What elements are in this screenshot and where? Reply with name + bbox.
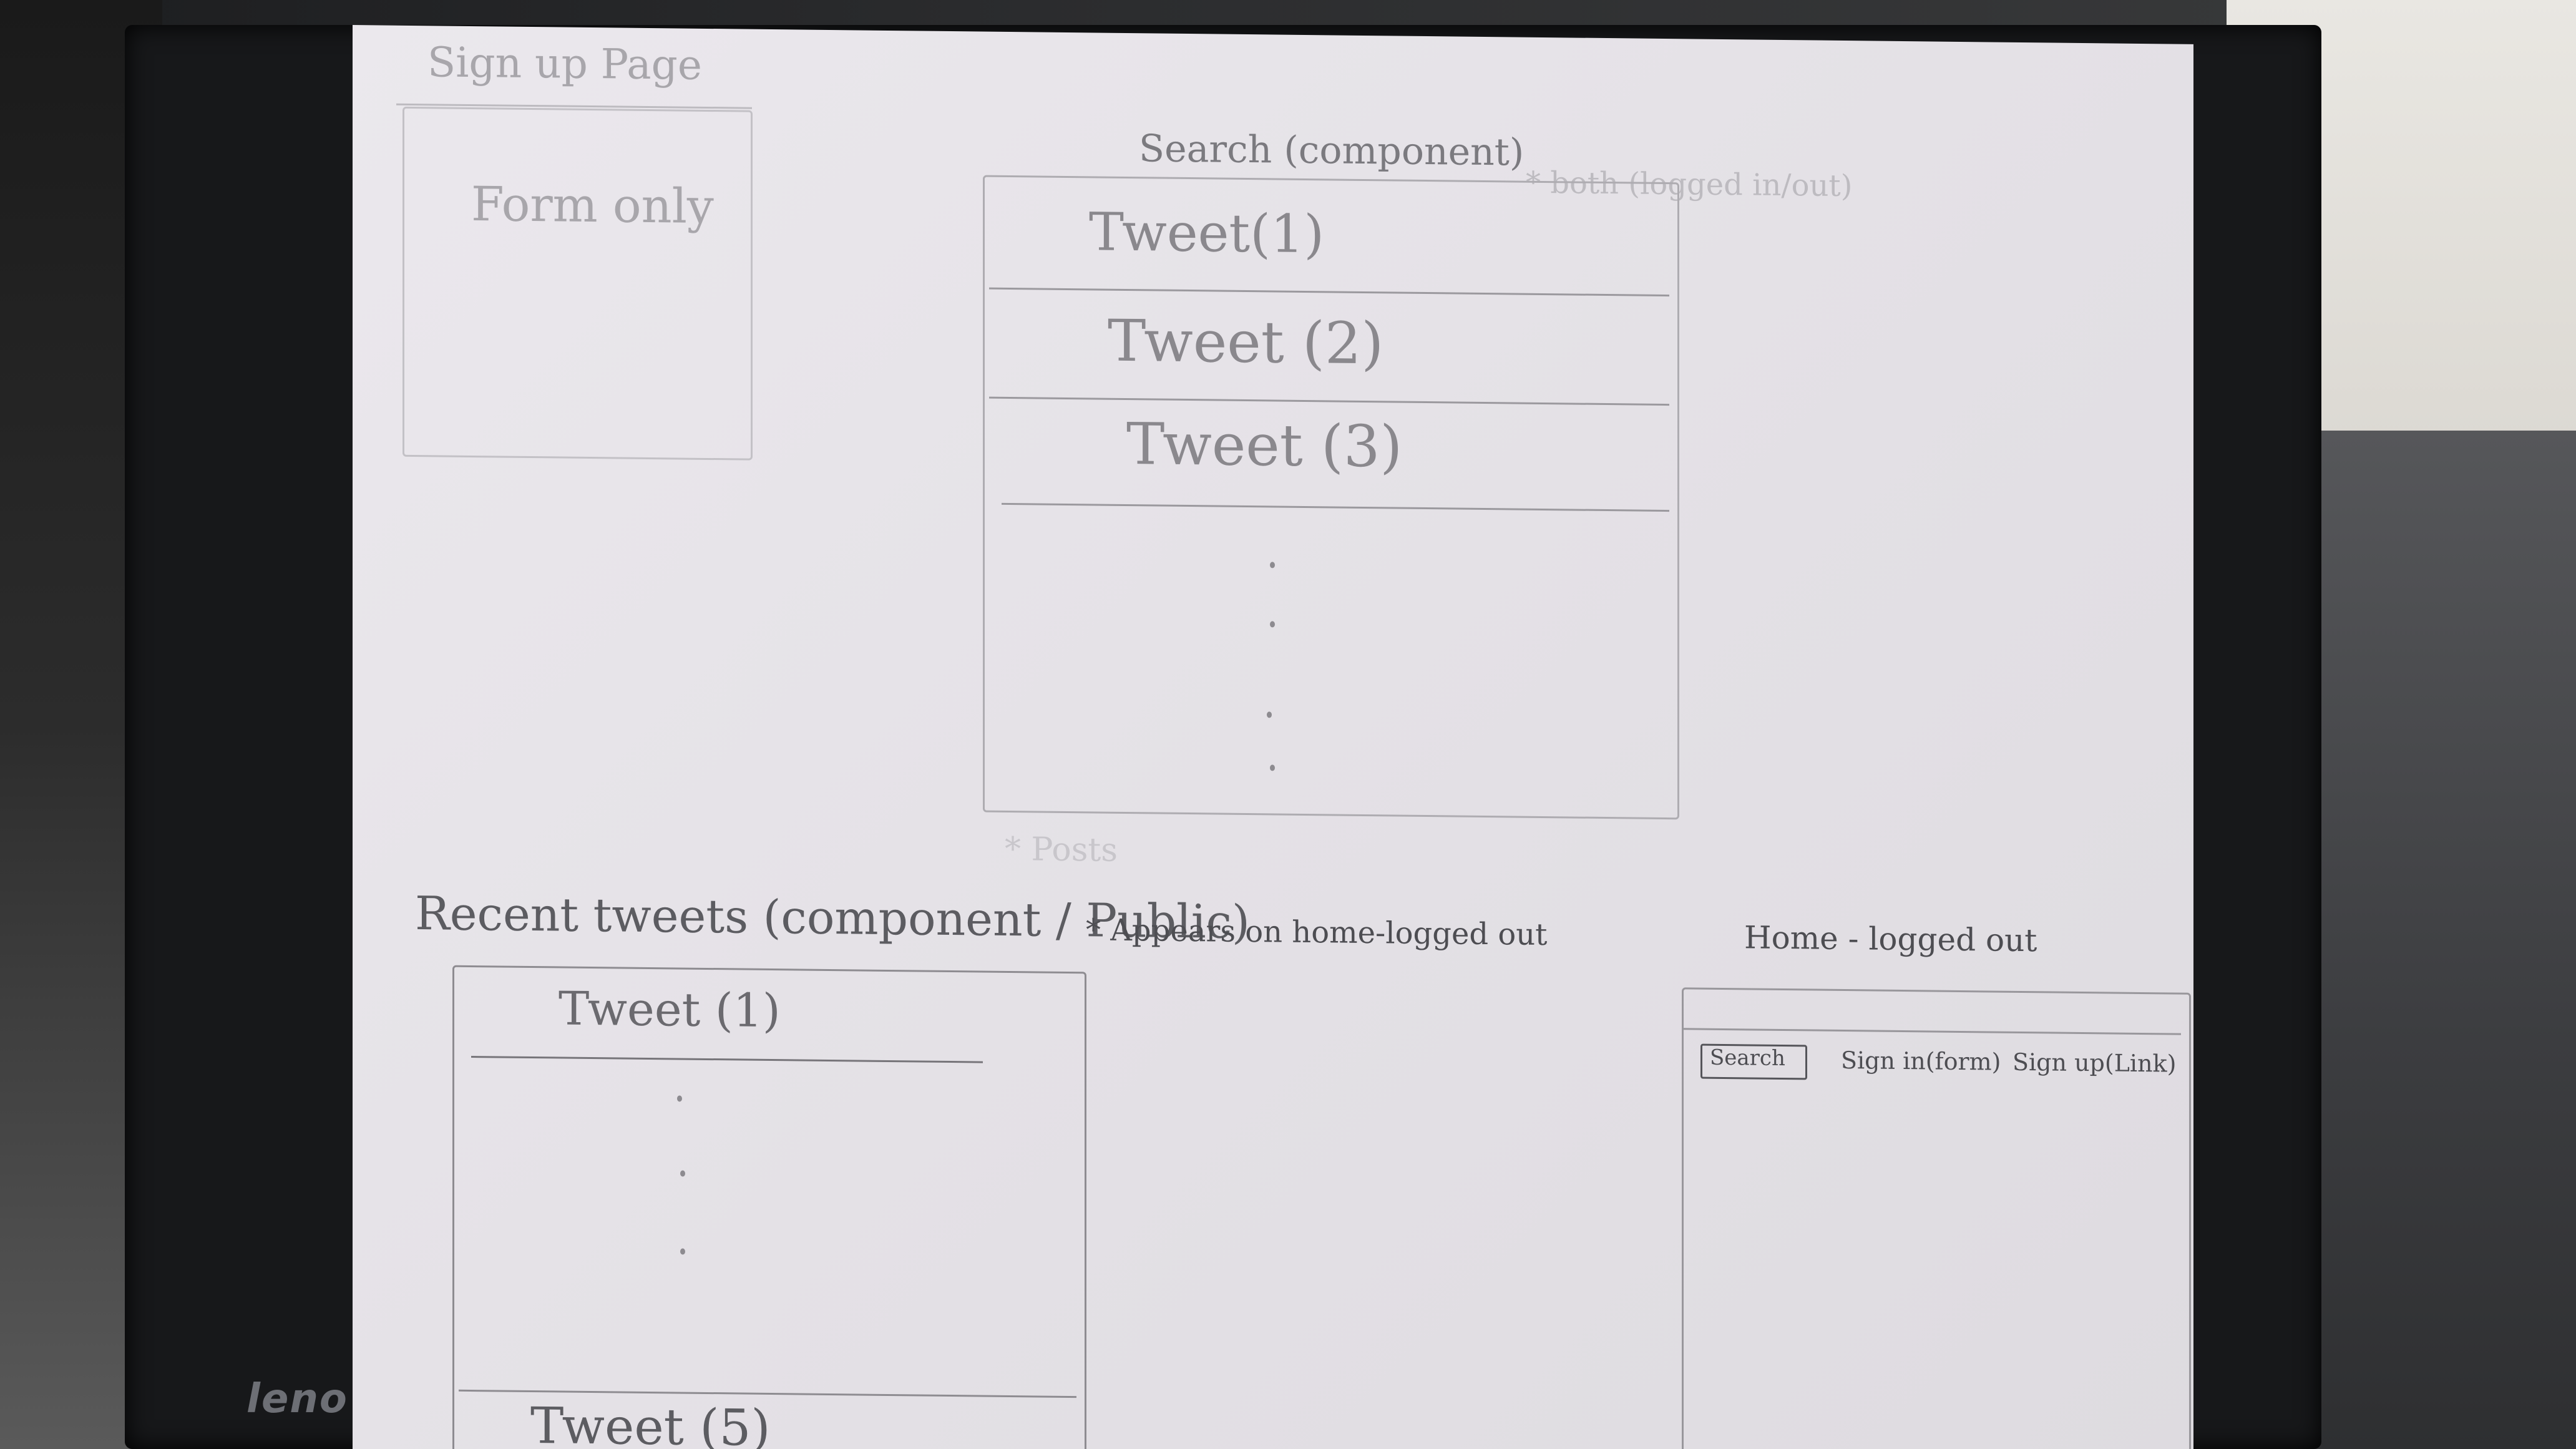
recent-ellipsis-dot-3 [680, 1248, 685, 1255]
recent-ellipsis-dot-2 [680, 1170, 685, 1177]
home-signup-link: Sign up(Link) [2012, 1048, 2177, 1078]
monitor-brand-logo: leno [246, 1376, 348, 1422]
home-signin-link: Sign in(form) [1841, 1046, 2001, 1076]
search-results-frame [983, 175, 1679, 820]
recent-tweet-last: Tweet (5) [530, 1396, 771, 1449]
search-tweet-2: Tweet (2) [1108, 307, 1384, 378]
search-tweet-1: Tweet(1) [1089, 201, 1325, 265]
home-search-button-label: Search [1710, 1045, 1785, 1071]
recent-tweet-first: Tweet (1) [559, 982, 781, 1038]
signup-page-frame [402, 106, 753, 461]
search-ellipsis-dot-2 [1270, 621, 1275, 628]
home-logged-out-title: Home - logged out [1744, 919, 2037, 959]
search-component-title: Search (component) [1139, 127, 1525, 175]
sketch-paper: Sign up Page Form only Search (component… [353, 25, 2193, 1449]
signup-page-body: Form only [471, 175, 714, 235]
search-ellipsis-dot-4 [1270, 764, 1275, 771]
search-ellipsis-dot-3 [1267, 711, 1272, 718]
recent-ellipsis-dot-1 [677, 1095, 682, 1102]
search-footnote: * Posts [1005, 830, 1118, 869]
signup-page-title: Sign up Page [427, 38, 702, 89]
recent-tweets-note: * Appears on home-logged out [1086, 912, 1548, 953]
search-tweet-3: Tweet (3) [1126, 410, 1403, 481]
search-ellipsis-dot-1 [1270, 562, 1275, 568]
